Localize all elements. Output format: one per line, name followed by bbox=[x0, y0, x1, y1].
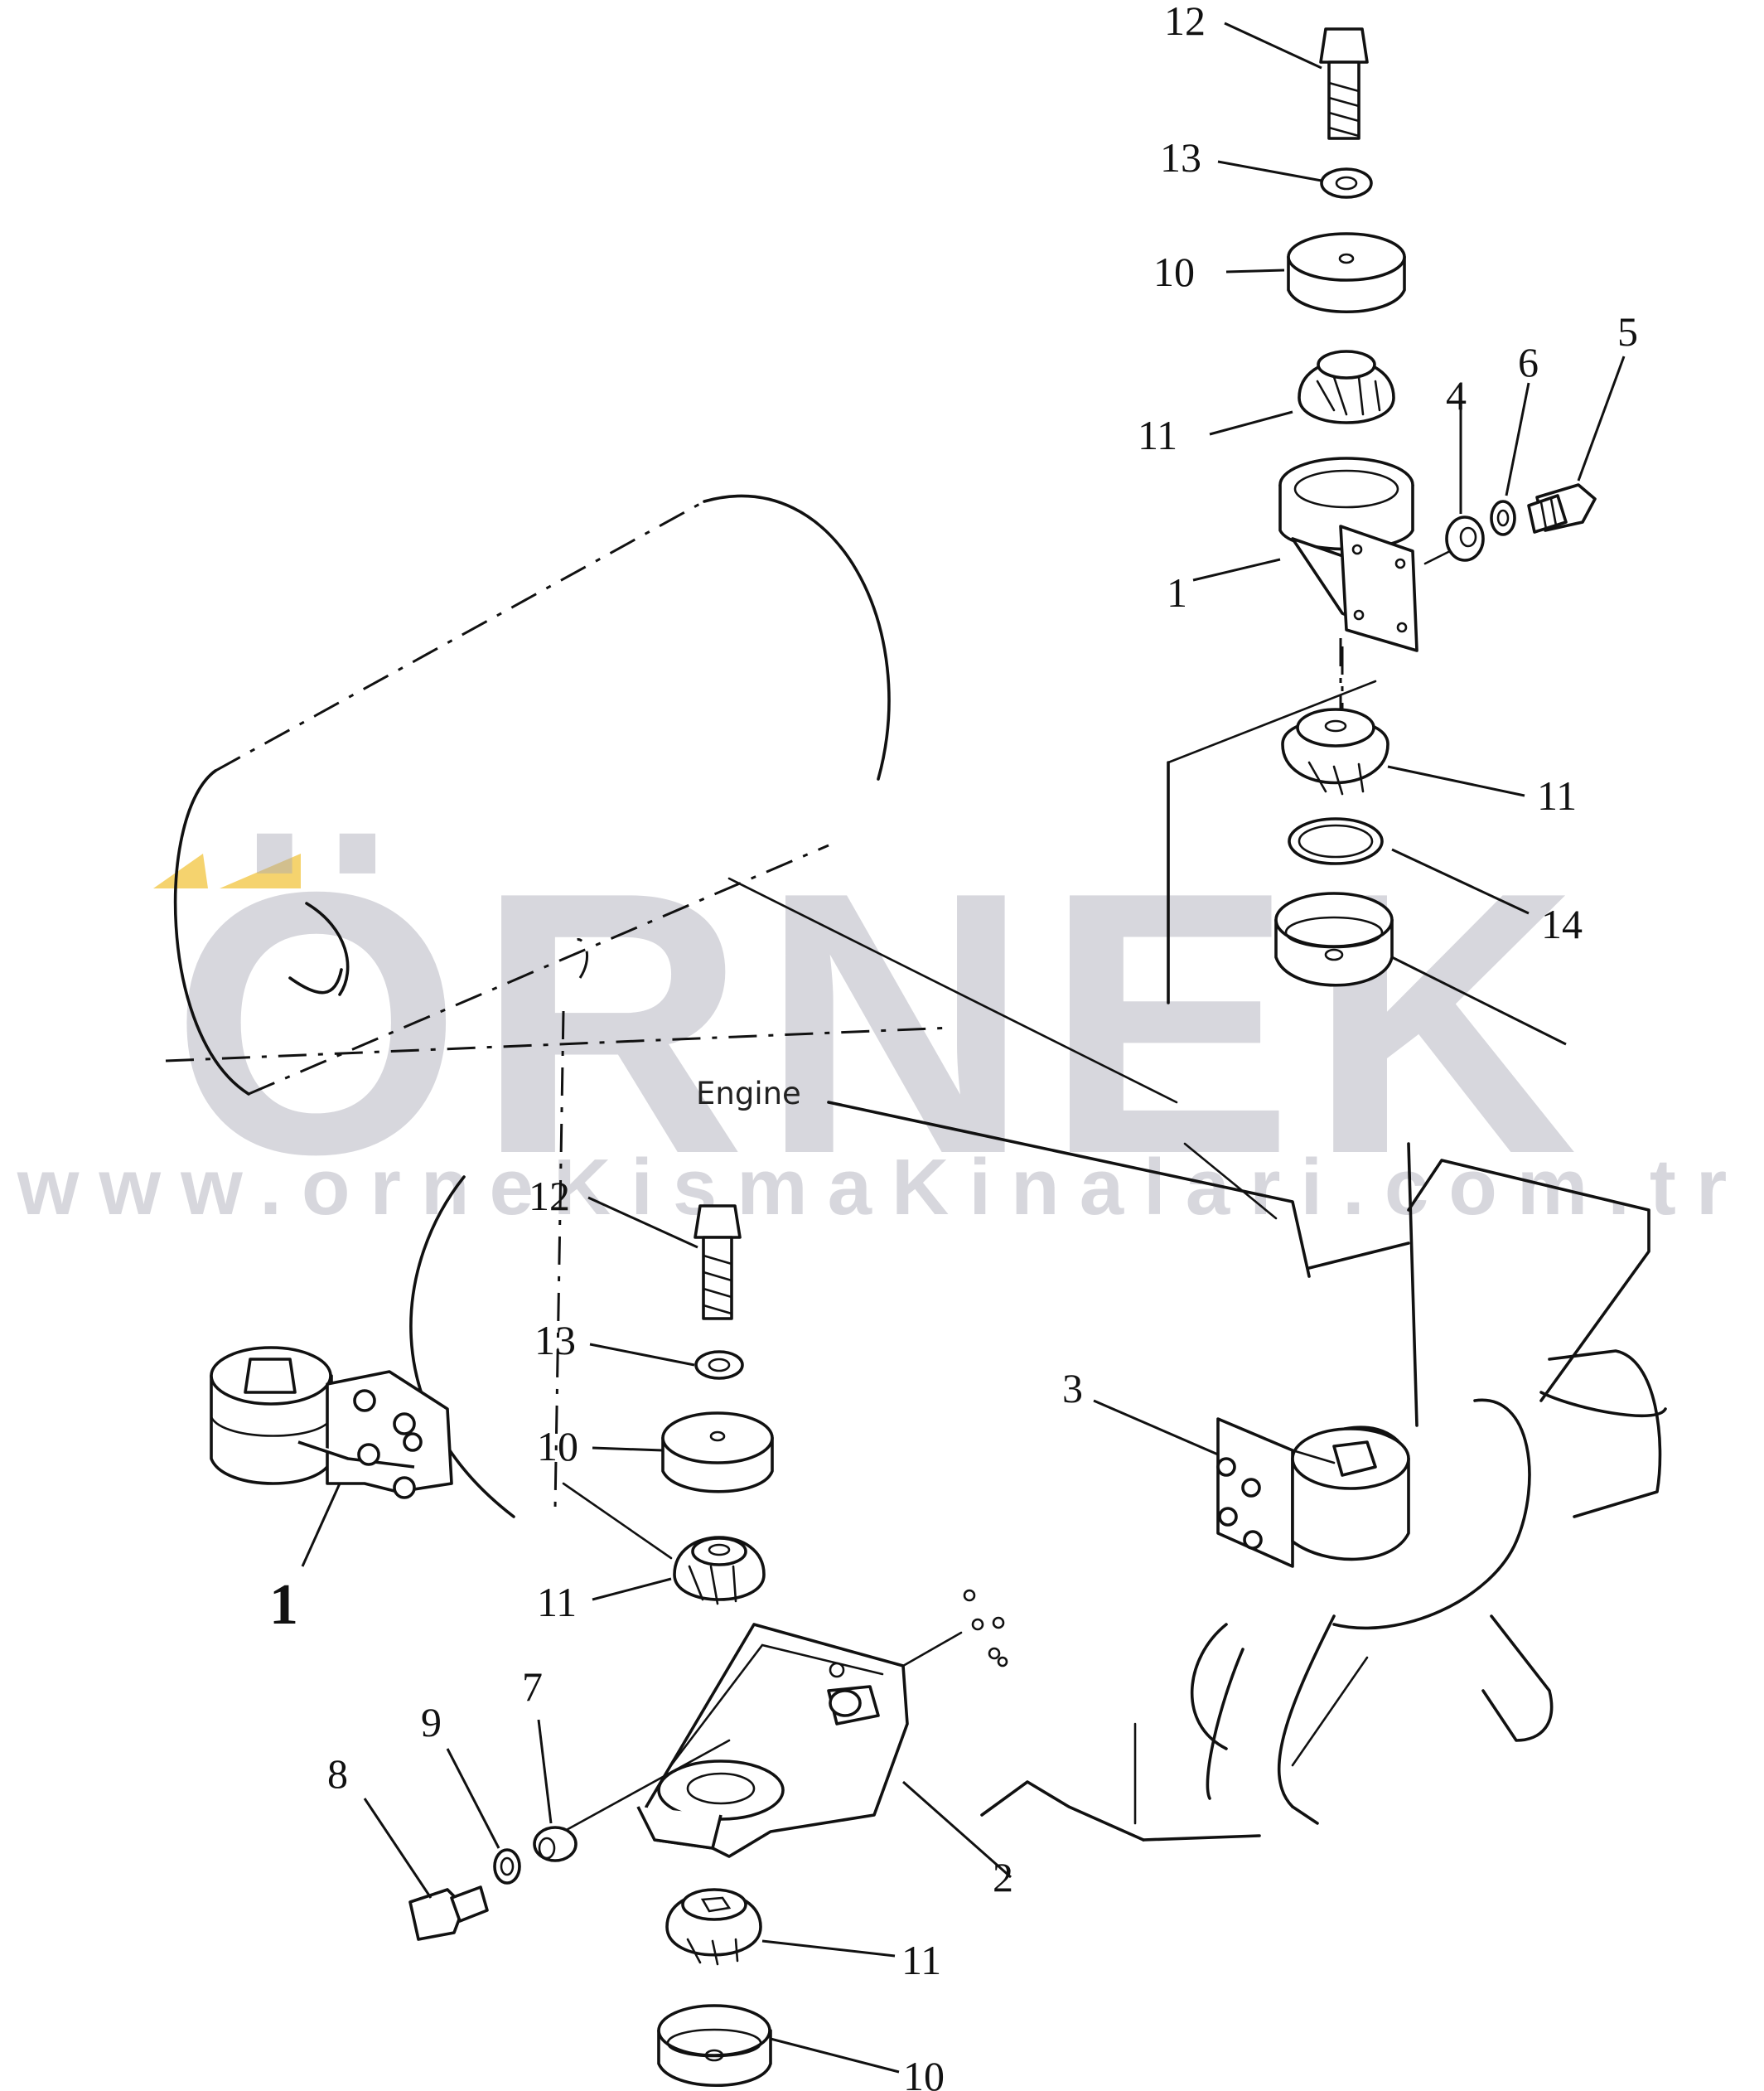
callout-10-bottom: 10 bbox=[903, 2053, 945, 2091]
callout-2: 2 bbox=[993, 1854, 1013, 1900]
cooling-fan bbox=[1190, 1159, 1667, 1825]
middle-mount-stack bbox=[661, 1204, 774, 1605]
callout-12-top: 12 bbox=[1164, 0, 1206, 44]
callout-5: 5 bbox=[1617, 308, 1638, 355]
left-mount-assembly bbox=[210, 1346, 453, 1499]
top-mount-stack bbox=[1274, 27, 1418, 987]
bracket-2-assembly bbox=[562, 1589, 1008, 1858]
muffler-cylinder bbox=[165, 494, 1178, 1104]
callout-9: 9 bbox=[421, 1699, 442, 1745]
callout-3: 3 bbox=[1062, 1365, 1083, 1411]
callout-10-top: 10 bbox=[1153, 249, 1195, 295]
callout-14: 14 bbox=[1541, 901, 1583, 947]
engine-block bbox=[409, 646, 1418, 1842]
callout-11-bottom: 11 bbox=[901, 1937, 942, 1983]
callout-11-right: 11 bbox=[1537, 772, 1578, 819]
callout-1-main: 1 bbox=[269, 1573, 298, 1637]
callout-13-mid: 13 bbox=[534, 1317, 576, 1363]
callout-11-top: 11 bbox=[1138, 412, 1178, 458]
callout-10-mid: 10 bbox=[537, 1423, 578, 1469]
callout-6: 6 bbox=[1518, 339, 1539, 385]
callout-4: 4 bbox=[1446, 372, 1467, 419]
callout-11-mid: 11 bbox=[537, 1579, 578, 1625]
callout-1-top: 1 bbox=[1167, 569, 1187, 616]
leader-lines bbox=[301, 22, 1626, 2074]
callout-12-mid: 12 bbox=[529, 1173, 570, 1219]
engine-label: Engine bbox=[696, 1076, 801, 1111]
callout-8: 8 bbox=[327, 1750, 348, 1797]
lower-hardware bbox=[408, 1826, 578, 1941]
callout-7: 7 bbox=[522, 1663, 543, 1710]
bottom-mount-stack bbox=[657, 1888, 772, 2088]
callout-13-top: 13 bbox=[1160, 134, 1201, 181]
side-hardware-top bbox=[1423, 483, 1597, 565]
bracket-3-assembly bbox=[1216, 1417, 1410, 1568]
